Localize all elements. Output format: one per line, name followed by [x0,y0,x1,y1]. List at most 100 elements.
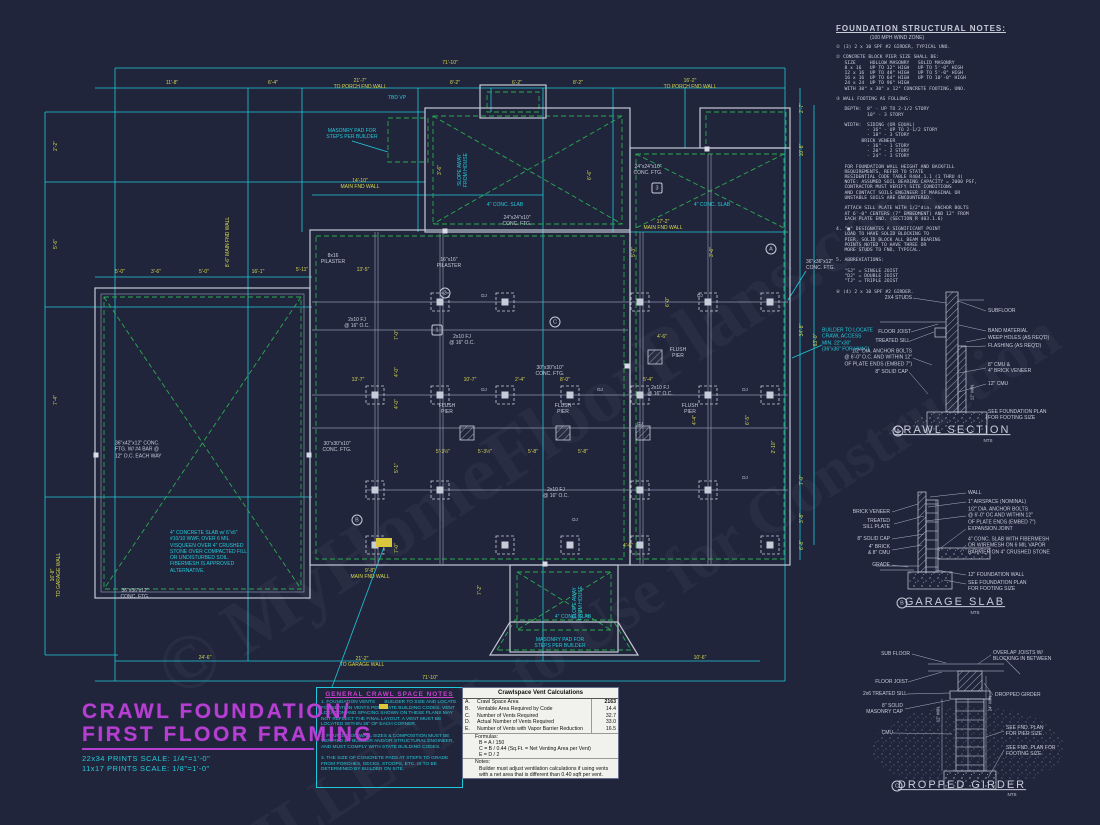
detail-label: TREATED SILL PLATE [863,517,890,530]
plan-note: 4" CONC. SLAB [486,201,524,208]
sheet-title-line-2: FIRST FLOOR FRAMING [82,723,374,746]
structural-note-line: AT 6'-0" CENTERS (7" EMBEDMENT) AND 12" … [836,211,969,217]
structural-note-line: - 24" - 3 STORY [836,154,910,160]
dim-label: 10'-7" [463,376,477,383]
detail-label: BAND MATERIAL [988,327,1028,334]
dim-label: 3'-8" [798,513,805,523]
detail-label: WALL [968,489,982,496]
general-note-line: VERIFIED BY BUILDER AND/OR STRUCTURAL EN… [321,739,454,745]
detail-label: SEE FOUNDATION PLAN FOR FOOTING SIZE [968,579,1027,592]
structural-notes-title: FOUNDATION STRUCTURAL NOTES: [836,24,1006,33]
pilaster-label: 16"x16" PILASTER [436,256,462,269]
dim-label: 5'-4" [643,376,653,383]
dim-label: 7'-4" [52,395,59,405]
structural-note-line: EACH PLATE END. (SECTION R 403.1.6) [836,216,944,222]
structural-notes-subtitle: (100 MPH WIND ZONE) [870,35,925,41]
pier-grid [365,292,780,555]
marker-hex-3: 3 [651,182,663,194]
garage-slab-scale: NTS [970,610,980,616]
structural-note-line: FOR FOUNDATION WALL HEIGHT AND BACKFILL [836,164,955,170]
crawl-section-letter: A [892,425,904,437]
structural-note-line: ATTACH SILL PLATE WITH 1/2"dia. ANCHOR B… [836,206,969,212]
vent-row-key: B. [465,705,470,712]
dim-label: 21'-7" TO PORCH FND WALL [333,77,387,90]
marker-circle-2: 2 [439,287,451,299]
structural-notes: FOUNDATION STRUCTURAL NOTES: (100 MPH WI… [836,24,1098,295]
dim-label: 6'-6" [586,170,593,180]
marker-hex-1: 1 [431,324,443,336]
dim-label: 5'-3½" [435,448,451,455]
dim-label: 6'-0" [664,297,671,307]
detail-label: WEEP HOLES (AS REQ'D) [988,334,1050,341]
vent-row-value: 2163 [591,699,618,706]
detail-label: 8" SOLID CAP [857,535,890,542]
vent-note-line: Builder must adjust ventilation calculat… [479,765,609,772]
detail-dim: 12" MIN. [969,383,975,401]
garage-slab-letter: B [896,597,908,609]
dim-label: 17'-2" MAIN FND WALL [643,218,683,231]
dim-label: 2'-4" [515,376,525,383]
structural-note-line: - 16" - 1 STORY [836,143,910,149]
garage-slab-note: 4" CONCRETE SLAB w/ 6"x6" #10/10 WWF, OV… [170,530,248,574]
dim-label: 21'-2" TO GARAGE WALL [339,655,385,668]
general-note-line: FOUNDATION VENTS PER STATE BUILDING CODE… [321,705,455,711]
structural-note-line: 10" - 3 STORY [836,112,904,118]
joist-label: 2x10 FJ @ 16" O.C. [647,384,673,397]
detail-label: 1/2" DIA. ANCHOR BOLTS @ 6'-0" O.C. AND … [844,348,912,368]
foundation-vent-symbol [376,538,392,547]
detail-label: 1/2" DIA. ANCHOR BOLTS @ 6'-0" OC AND WI… [968,506,1036,526]
detail-label: SUBFLOOR [988,307,1016,314]
structural-note-line: REQUIREMENTS, REFER TO STATE [836,169,924,175]
dim-label: 2'-7" [798,103,805,113]
dim-label: 7'-0" [393,543,400,553]
vent-notes: Builder must adjust ventilation calculat… [463,766,618,778]
structural-note-line: - 16" - UP TO 2-1/2 STORY [836,128,938,134]
dim-label: 16'-1" [251,268,265,275]
detail-label: OVERLAP JOISTS W/ BLOCKING IN BETWEEN [993,649,1052,662]
vent-row-value: 14.4 [591,705,618,713]
vent-table-title: Crawlspace Vent Calculations [463,688,618,699]
dim-label: 5'-8" [578,448,588,455]
dim-label: 6'-4" [268,79,278,86]
vent-row-value: 16.5 [591,726,618,733]
structural-note-line: BRICK VENEER [836,138,896,144]
joist-tag: DJ [637,421,643,427]
pier-label: FLUSH PIER [438,402,456,415]
dim-label: 24'-6" [198,654,212,661]
dim-label: 4'-0" [393,399,400,409]
vent-row-value: 32.7 [591,712,618,720]
dim-label: 10'-6" [693,654,707,661]
structural-note-line: 5. ABBREVIATIONS: [836,258,884,264]
detail-label: 8" SOLID CAP [875,368,908,375]
crawl-section-drawing [880,291,988,435]
vent-row-key: C. [465,712,471,719]
structural-note-line: DEPTH: 8" - UP TO 2-1/2 STORY [836,107,930,113]
vent-calc-table: Crawlspace Vent Calculations A.Crawl Spa… [462,687,619,779]
dim-label: 34'-8" [798,323,805,337]
dim-label: 3'-6" [708,247,715,257]
structural-note-line: ③ WALL FOOTING AS FOLLOWS: [836,97,911,103]
detail-label: 4" BRICK & 8" CMU [867,543,890,556]
dim-label: 14'-10" MAIN FND WALL [340,177,380,190]
footing-label: 24"x24"x10" CONC. FTG. [502,214,532,227]
detail-label: 8" CMU & 4" BRICK VENEER [988,361,1032,374]
dim-label: 10'-8" [798,143,805,157]
vent-formula-line: E = D / 2 [479,752,500,759]
structural-note-line: SIZE HOLLOW MASONRY SOLID MASONRY [836,60,955,66]
dim-label: 13'-7" [351,376,365,383]
sheet-title-line-1: CRAWL FOUNDATION/ [82,700,352,723]
detail-dim: 24" MIN. [987,694,993,712]
detail-label: CMU [881,729,893,736]
title-underline [82,748,314,750]
pier-label: FLUSH PIER [554,402,572,415]
dim-label: 5'-11" [295,266,309,273]
dim-label: 8'-2" [573,79,583,86]
dim-label: 3'-6" [151,268,161,275]
general-note-line: LOCATION AND SPACING SHOWN ON THESE PLAN… [321,711,453,717]
joist-tag: DJ [572,517,578,523]
vent-row-key: E. [465,726,470,733]
dim-label: 2'-2" [52,141,59,151]
